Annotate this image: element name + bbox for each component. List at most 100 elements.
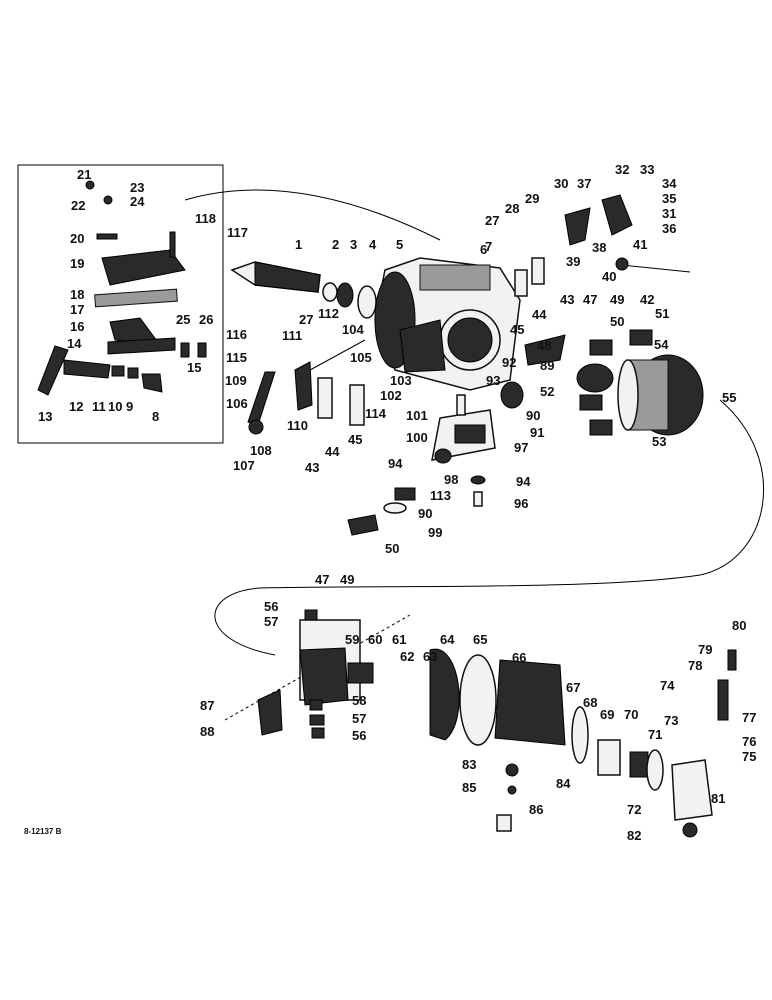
callout-label: 35 [662,191,676,206]
callout-label: 75 [742,749,756,764]
callout-label: 99 [428,525,442,540]
callout-label: 88 [200,724,214,739]
drive-shaft [230,261,377,319]
callout-label: 111 [282,328,302,343]
callout-label: 103 [390,373,412,388]
callout-label: 3 [350,237,357,252]
callout-label: 61 [392,632,406,647]
callout-label: 22 [71,198,85,213]
callout-label: 39 [566,254,580,269]
callout-label: 27 [299,312,313,327]
callout-label: 15 [187,360,201,375]
callout-label: 97 [514,440,528,455]
callout-label: 113 [430,488,451,503]
callout-label: 37 [577,176,591,191]
callout-label: 94 [516,474,531,489]
callout-label: 31 [662,206,676,221]
callout-label: 10 [108,399,122,414]
callout-label: 85 [462,780,476,795]
callout-label: 5 [396,237,403,252]
callout-label: 18 [70,287,84,302]
callout-label: 12 [69,399,83,414]
callout-label: 14 [67,336,82,351]
callout-label: 114 [365,406,387,421]
callout-label: 79 [698,642,712,657]
callout-label: 23 [130,180,144,195]
callout-label: 116 [226,327,247,342]
callout-label: 53 [652,434,666,449]
callout-label: 117 [227,225,248,240]
callout-label: 100 [406,430,428,445]
callout-label: 30 [554,176,568,191]
callout-label: 101 [406,408,428,423]
callout-label: 17 [70,302,84,317]
callout-label: 55 [722,390,736,405]
callout-label: 81 [711,791,725,806]
callout-label: 47 [583,292,597,307]
callout-label: 76 [742,734,756,749]
callout-label: 63 [423,649,437,664]
callout-label: 74 [660,678,675,693]
callout-label: 62 [400,649,414,664]
transfer-pump-group [347,334,566,536]
callout-label: 54 [654,337,669,352]
callout-label: 87 [200,698,214,713]
callout-labels: 1 2 3 4 5 6 7 8 9 10 11 12 13 14 15 16 1… [38,162,756,843]
pump-housing [374,257,521,391]
callout-label: 32 [615,162,629,177]
callout-label: 49 [610,292,624,307]
callout-label: 29 [525,191,539,206]
callout-label: 48 [537,338,551,353]
callout-label: 43 [560,292,574,307]
callout-label: 49 [340,572,354,587]
callout-label: 64 [440,632,455,647]
callout-label: 44 [325,444,340,459]
callout-label: 21 [77,167,91,182]
callout-label: 109 [225,373,247,388]
callout-label: 52 [540,384,554,399]
callout-label: 91 [530,425,544,440]
callout-label: 60 [368,632,382,647]
callout-label: 2 [332,237,339,252]
callout-label: 57 [264,614,278,629]
callout-label: 50 [385,541,399,556]
callout-label: 36 [662,221,676,236]
callout-label: 65 [473,632,487,647]
callout-label: 45 [348,432,362,447]
callout-label: 28 [505,201,519,216]
callout-label: 96 [514,496,528,511]
callout-label: 84 [556,776,571,791]
callout-label: 43 [305,460,319,475]
callout-label: 92 [502,355,516,370]
callout-label: 89 [540,358,554,373]
callout-label: 90 [418,506,432,521]
callout-label: 47 [315,572,329,587]
callout-label: 115 [226,350,247,365]
callout-label: 68 [583,695,597,710]
upper-boundary-curve [184,189,441,241]
callout-label: 42 [640,292,654,307]
callout-label: 78 [688,658,702,673]
callout-label: 104 [342,322,364,337]
callout-label: 90 [526,408,540,423]
callout-label: 44 [532,307,547,322]
callout-label: 1 [295,237,302,252]
callout-label: 110 [287,418,308,433]
callout-label: 56 [264,599,278,614]
callout-label: 72 [627,802,641,817]
rotor-assembly [257,609,737,838]
callout-label: 82 [627,828,641,843]
callout-label: 57 [352,711,366,726]
control-levers [247,339,366,435]
callout-label: 41 [633,237,647,252]
throttle-linkage [514,194,691,297]
callout-label: 102 [380,388,402,403]
callout-label: 9 [126,399,133,414]
callout-label: 56 [352,728,366,743]
callout-label: 24 [130,194,145,209]
callout-label: 93 [486,373,500,388]
callout-label: 51 [655,306,669,321]
callout-label: 16 [70,319,84,334]
callout-label: 4 [369,237,377,252]
callout-label: 26 [199,312,213,327]
